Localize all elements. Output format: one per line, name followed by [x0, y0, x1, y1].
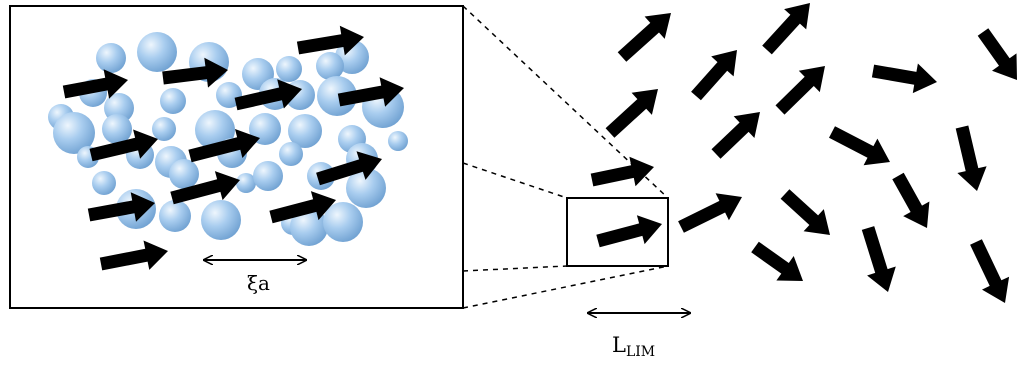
particle-sphere [279, 142, 303, 166]
particle-sphere [288, 114, 322, 148]
llim-label: LLIM [612, 333, 655, 360]
arrow-icon [605, 89, 658, 138]
arrow-icon [775, 66, 825, 115]
arrow-icon [970, 239, 1010, 303]
arrow-icon [337, 77, 404, 107]
arrow-icon [780, 189, 830, 235]
local-spin-arrows [62, 25, 404, 271]
arrow-icon [617, 13, 671, 62]
arrow-icon [234, 79, 302, 111]
arrow-icon [269, 191, 336, 224]
particle-sphere [92, 171, 116, 195]
arrow-icon [170, 171, 240, 205]
arrow-icon [762, 3, 810, 55]
particle-sphere [317, 76, 357, 116]
particle-sphere [323, 202, 363, 242]
particle-sphere [152, 117, 176, 141]
arrow-icon [892, 172, 930, 228]
arrow-icon [711, 112, 760, 159]
arrow-icon [596, 215, 662, 248]
particle-sphere [53, 112, 95, 154]
connector-low [462, 265, 568, 272]
arrow-icon [188, 129, 260, 163]
particle-sphere [236, 173, 256, 193]
particle-sphere [346, 168, 386, 208]
llim-label-main: L [612, 333, 626, 357]
particle-sphere [137, 32, 177, 72]
llim-label-sub: LIM [626, 344, 655, 360]
selection-box [566, 197, 669, 267]
particle-sphere [159, 200, 191, 232]
particle-sphere [316, 52, 344, 80]
arrow-icon [829, 126, 890, 166]
particle-sphere [102, 114, 132, 144]
arrow-icon [861, 226, 896, 292]
arrow-icon [162, 57, 228, 88]
xi-label: ξa [247, 271, 270, 295]
arrow-icon [977, 28, 1017, 80]
arrow-icon [316, 151, 382, 186]
particle-sphere [201, 200, 241, 240]
connector-bottom [462, 265, 669, 309]
particle-sphere [96, 43, 126, 73]
arrow-icon [678, 193, 742, 233]
arrow-icon [296, 25, 364, 56]
arrow-icon [691, 50, 737, 101]
particle-sphere [160, 88, 186, 114]
field-arrows [590, 3, 1017, 303]
arrow-icon [62, 69, 128, 99]
arrow-icon [89, 129, 158, 162]
arrow-icon [871, 63, 937, 94]
arrow-icon [87, 192, 155, 222]
connector-mid [462, 162, 568, 199]
arrow-icon [751, 241, 803, 281]
particle-sphere [169, 159, 199, 189]
arrow-icon [590, 156, 654, 187]
arrow-icon [99, 240, 168, 271]
particle-sphere [388, 131, 408, 151]
particle-sphere [276, 56, 302, 82]
arrow-icon [955, 125, 987, 191]
particle-sphere [253, 161, 283, 191]
